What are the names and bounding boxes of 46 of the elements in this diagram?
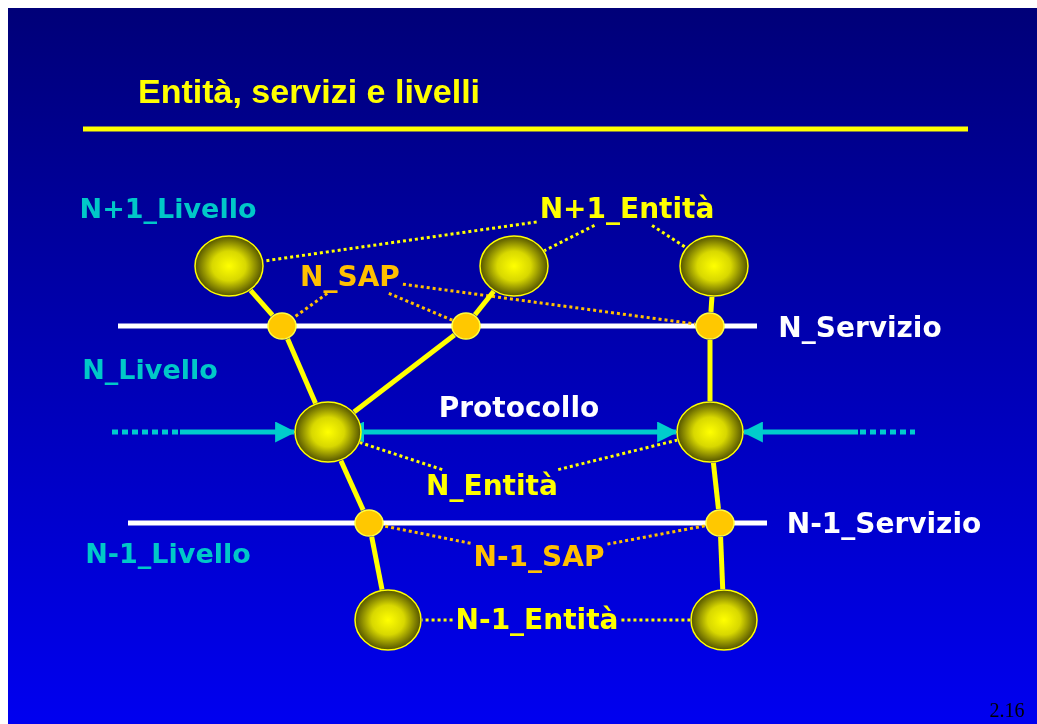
leader-line	[651, 224, 687, 249]
entity-circle	[194, 235, 264, 297]
sap-dot	[267, 312, 297, 340]
sap-dot	[695, 312, 725, 340]
connector-line	[248, 288, 275, 317]
connector-line	[718, 536, 726, 590]
edge-label: Protocollo	[438, 392, 600, 424]
connector-line	[352, 332, 456, 414]
sap-dot	[451, 312, 481, 340]
leader-line	[263, 220, 537, 263]
layer-label: N+1_Livello	[79, 194, 257, 224]
entity-circle	[294, 401, 362, 463]
connector-line	[338, 459, 366, 512]
leader-line	[621, 618, 690, 622]
leader-line	[359, 441, 443, 472]
connector-line	[708, 296, 715, 313]
leader-line	[293, 292, 329, 319]
entity-circle	[679, 235, 749, 297]
layer-label: N-1_Livello	[85, 539, 251, 569]
leader-line	[422, 618, 453, 622]
connector-line	[473, 289, 496, 317]
node-label: N_SAP	[300, 261, 400, 293]
entity-circle	[354, 589, 422, 651]
slide-title: Entità, servizi e livelli	[138, 73, 480, 111]
node-label: N+1_Entità	[539, 193, 715, 225]
entity-circle	[479, 235, 549, 297]
leader-line	[543, 224, 596, 252]
layer-label: N-1_Servizio	[786, 508, 982, 540]
leader-line	[383, 524, 471, 545]
node-label: N-1_Entità	[455, 604, 619, 636]
page-number: 2.16	[989, 699, 1025, 721]
layer-label: N_Livello	[82, 355, 218, 385]
node-label: N_Entità	[426, 470, 558, 502]
sap-dot	[705, 509, 735, 537]
sap-dot	[354, 509, 384, 537]
node-label: N-1_SAP	[473, 541, 605, 573]
leader-line	[557, 438, 678, 472]
connector-line	[710, 462, 721, 510]
connector-line	[285, 338, 318, 405]
connector-line	[369, 536, 385, 590]
leader-line	[388, 292, 453, 322]
leader-line	[607, 524, 706, 546]
entity-circle	[690, 589, 758, 651]
entity-circle	[676, 401, 744, 463]
layer-label: N_Servizio	[778, 312, 942, 344]
connector-line	[707, 340, 713, 401]
